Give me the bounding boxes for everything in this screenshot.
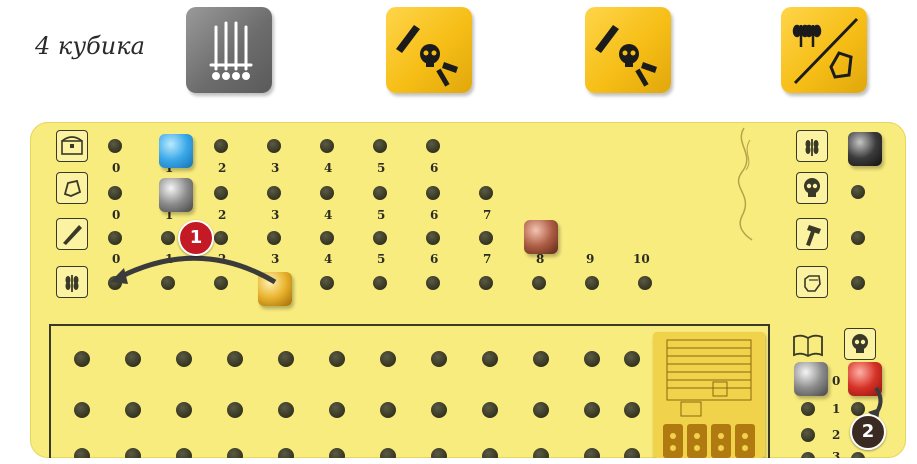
right-grain-box (796, 130, 828, 162)
weapon-icon-box (56, 218, 88, 250)
track2-num-6: 6 (430, 208, 438, 222)
right-skull-box (796, 172, 828, 204)
book-icon (791, 329, 825, 359)
lower-num-0: 0 (832, 374, 840, 388)
weapon-skull-hammer-die-1 (386, 7, 472, 93)
copper-cube (524, 220, 558, 254)
weapon-skull-hammer-icon (585, 7, 671, 93)
blue-cube (159, 134, 193, 168)
step-badge-2: 2 (850, 414, 886, 450)
track1-num-3: 3 (271, 161, 279, 175)
track3-num-5: 5 (377, 252, 385, 266)
caption-text: 4 кубика (35, 32, 145, 60)
right-fist-box (796, 266, 828, 298)
book-icon-box (790, 328, 822, 360)
lower-grey-cube (794, 362, 828, 396)
weapon-skull-hammer-die-2 (585, 7, 671, 93)
black-cube (848, 132, 882, 166)
grain-or-stone-die (781, 7, 867, 93)
grain-icon (797, 131, 827, 161)
hammer-icon (797, 219, 827, 249)
track3-num-7: 7 (483, 252, 491, 266)
swords-icon (186, 7, 272, 93)
step-badge-1: 1 (178, 220, 214, 256)
grey-cube (159, 178, 193, 212)
track2-num-4: 4 (324, 208, 332, 222)
lower-num-1: 1 (832, 402, 840, 416)
track2-num-0: 0 (112, 208, 120, 222)
track3-num-10: 10 (633, 252, 650, 266)
skull-icon (797, 173, 827, 203)
chest-icon (57, 131, 87, 161)
swords-die (186, 7, 272, 93)
fist-icon (797, 267, 827, 297)
track2-num-7: 7 (483, 208, 491, 222)
skull-icon (845, 329, 875, 359)
lower-num-2: 2 (832, 428, 840, 442)
track1-num-4: 4 (324, 161, 332, 175)
grain-icon-box (56, 266, 88, 298)
building-card (653, 332, 765, 458)
track2-num-2: 2 (218, 208, 226, 222)
track3-num-6: 6 (430, 252, 438, 266)
building-illustration-icon (653, 332, 765, 458)
track2-num-5: 5 (377, 208, 385, 222)
ornament-icon (724, 124, 764, 244)
grain-icon (57, 267, 87, 297)
track1-num-6: 6 (430, 161, 438, 175)
track1-num-5: 5 (377, 161, 385, 175)
grain-or-stone-icon (781, 7, 867, 93)
track1-num-2: 2 (218, 161, 226, 175)
track3-num-4: 4 (324, 252, 332, 266)
right-hammer-box (796, 218, 828, 250)
stone-icon-box (56, 172, 88, 204)
stone-icon (57, 173, 87, 203)
track1-num-0: 0 (112, 161, 120, 175)
weapon-skull-hammer-icon (386, 7, 472, 93)
lower-num-3: 3 (832, 450, 840, 458)
track3-num-9: 9 (586, 252, 594, 266)
lower-skull-box (844, 328, 876, 360)
track3-num-8: 8 (536, 252, 544, 266)
game-board: 0 1 2 3 4 5 6 0 1 2 3 4 5 6 7 0 1 2 3 4 … (30, 122, 906, 458)
weapon-icon (57, 219, 87, 249)
track2-num-3: 3 (271, 208, 279, 222)
chest-icon-box (56, 130, 88, 162)
